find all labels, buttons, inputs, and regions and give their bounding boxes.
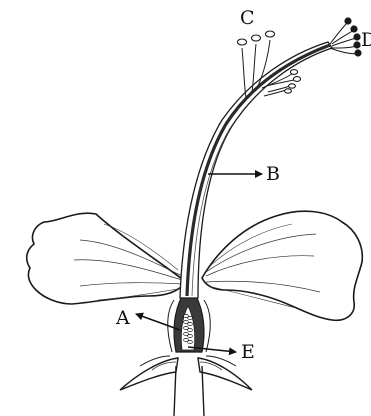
pedicel [174,366,204,416]
left-petal [27,213,186,304]
right-petal [202,211,362,320]
label-e: E [241,341,255,363]
ovary [168,296,211,352]
stigma [330,17,362,56]
label-b: B [266,163,280,185]
label-a: A [115,307,130,329]
label-d: D [361,29,371,51]
label-c: C [240,7,255,29]
pointer-a [136,314,180,330]
calyx [120,356,252,390]
